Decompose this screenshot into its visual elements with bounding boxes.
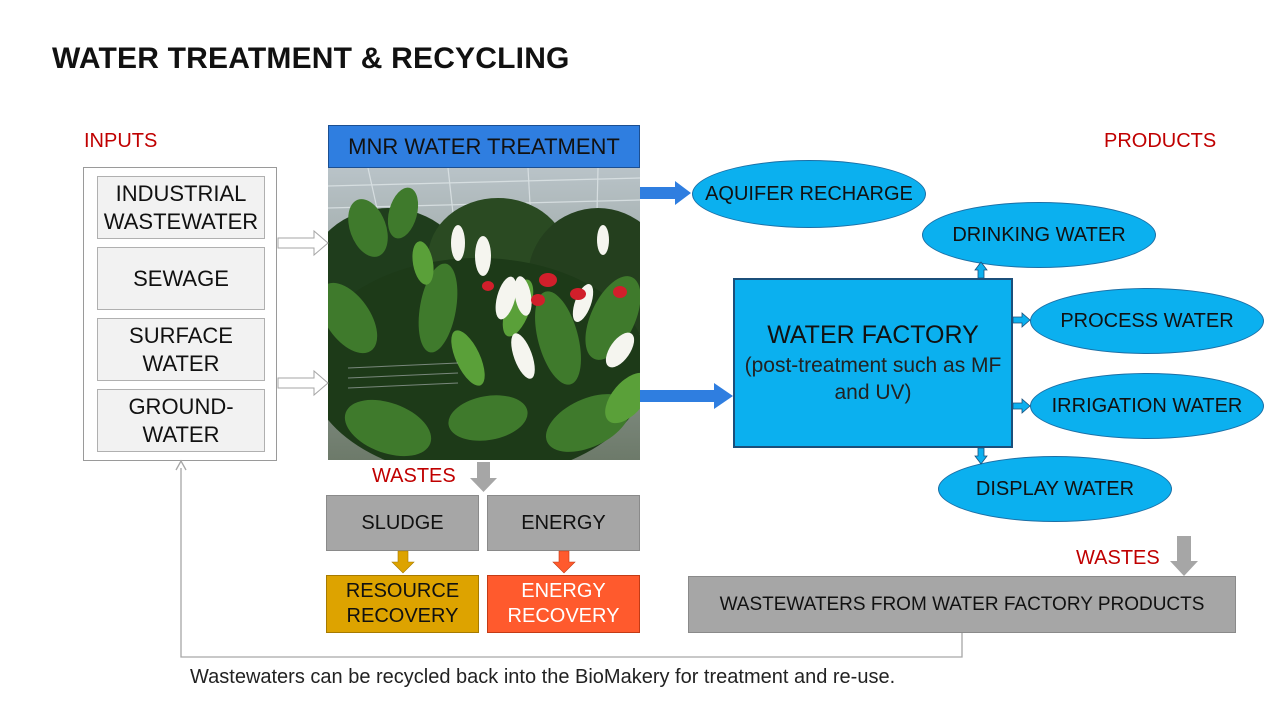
energy-recovery-box: ENERGY RECOVERY [487,575,640,633]
recycle-loop-arrowhead [175,459,187,471]
display-arrow [974,447,988,465]
wastes-arrow-left [470,462,497,492]
aquifer-arrow [640,181,691,205]
display-water-ellipse: DISPLAY WATER [938,456,1172,522]
resource-recovery-box: RESOURCE RECOVERY [326,575,479,633]
mnr-treatment-header: MNR WATER TREATMENT [328,125,640,168]
input-industrial-wastewater: INDUSTRIAL WASTEWATER [97,176,265,239]
energy-box: ENERGY [487,495,640,551]
inputs-label: INPUTS [84,130,158,152]
sludge-box: SLUDGE [326,495,479,551]
caption: Wastewaters can be recycled back into th… [190,666,896,688]
drinking-arrow [974,261,988,279]
page-title: WATER TREATMENT & RECYCLING [52,42,570,75]
energy-arrow [552,550,576,574]
process-arrow [1012,312,1031,328]
irrigation-arrow [1012,398,1031,414]
input-surface-water: SURFACE WATER [97,318,265,381]
process-water-ellipse: PROCESS WATER [1030,288,1264,354]
input-sewage: SEWAGE [97,247,265,310]
water-factory-box: WATER FACTORY (post-treatment such as MF… [733,278,1013,448]
water-factory-title: WATER FACTORY [767,320,979,349]
wastes-label-right: WASTES [1076,547,1160,569]
input-arrow-bottom [277,369,329,397]
products-label: PRODUCTS [1104,130,1217,152]
factory-arrow [640,383,733,409]
wastes-arrow-right [1170,536,1198,576]
greenhouse-plants-photo [328,168,640,460]
resource-arrow [391,550,415,574]
recycle-loop-line [180,468,963,658]
aquifer-recharge-ellipse: AQUIFER RECHARGE [692,160,926,228]
water-factory-subtitle: (post-treatment such as MF and UV) [744,353,1002,404]
irrigation-water-ellipse: IRRIGATION WATER [1030,373,1264,439]
wastewaters-box: WASTEWATERS FROM WATER FACTORY PRODUCTS [688,576,1236,633]
input-groundwater: GROUND-WATER [97,389,265,452]
wastes-label-left: WASTES [372,465,456,487]
drinking-water-ellipse: DRINKING WATER [922,202,1156,268]
input-arrow-top [277,229,329,257]
